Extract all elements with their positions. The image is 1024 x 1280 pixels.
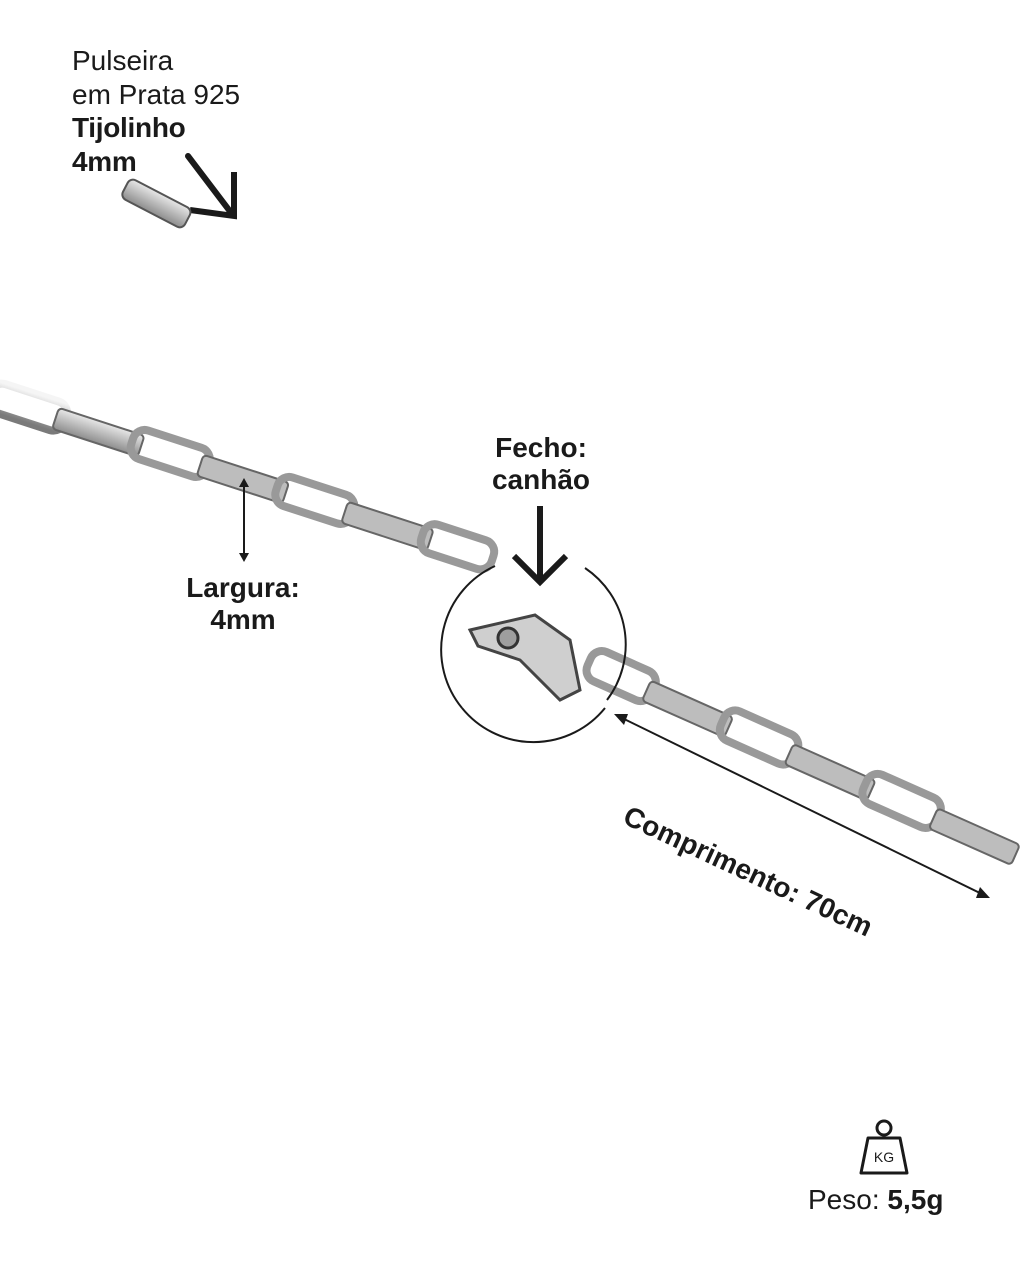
- weight-icon-text: KG: [874, 1149, 894, 1165]
- weight-label-text: Peso:: [808, 1184, 880, 1215]
- title-line-1: Pulseira: [72, 45, 174, 76]
- title-line-4: 4mm: [72, 145, 137, 177]
- weight-icon: KG: [859, 1119, 909, 1175]
- clasp-label-line-2: canhão: [491, 464, 591, 496]
- arrow-down-icon: [511, 506, 569, 587]
- weight-label: Peso: 5,5g: [808, 1184, 943, 1216]
- width-arrow-icon: [239, 478, 249, 562]
- clasp-label: Fecho: canhão: [476, 432, 606, 496]
- width-label-line-2: 4mm: [210, 604, 276, 636]
- title-line-2: em Prata 925: [72, 78, 241, 110]
- arrow-down-right-icon: [185, 153, 237, 220]
- clasp-label-line-1: Fecho:: [495, 432, 587, 463]
- width-label-line-1: Largura:: [186, 572, 300, 603]
- width-label: Largura: 4mm: [172, 572, 314, 636]
- product-title: Pulseira em Prata 925 Tijolinho 4mm: [72, 44, 240, 178]
- title-line-3: Tijolinho: [72, 112, 186, 144]
- weight-value: 5,5g: [887, 1184, 944, 1215]
